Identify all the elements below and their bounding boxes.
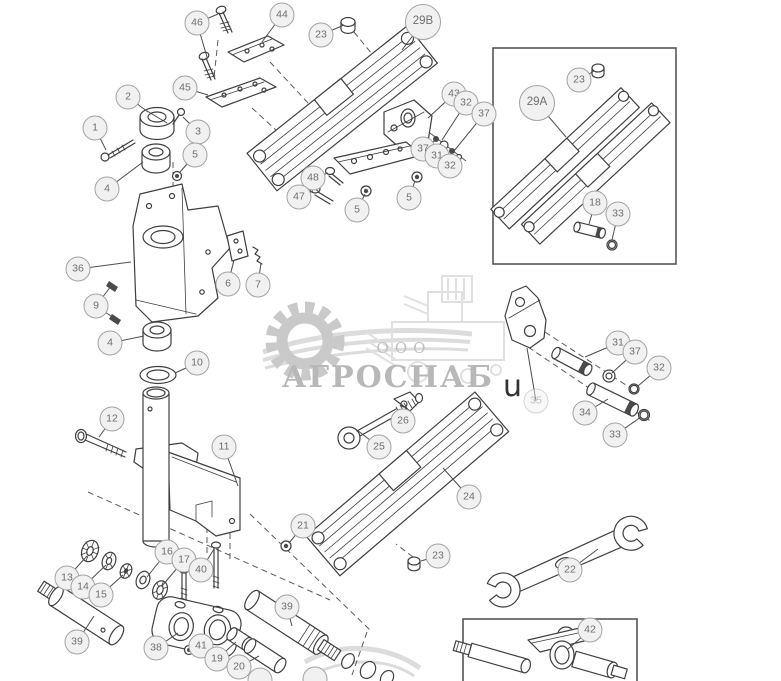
watermark-harvester-icon: [365, 275, 505, 384]
callout-37: 37: [622, 339, 648, 365]
plug-23-inset: [591, 63, 605, 79]
pin-31-right: [551, 346, 593, 377]
bolt-46a: [215, 5, 233, 34]
watermark-gear-icon: [265, 301, 345, 381]
washer-15: [119, 563, 133, 579]
bracket-36: [132, 183, 231, 323]
plate-6: [226, 230, 249, 262]
callout-20: 20: [226, 654, 252, 680]
callout-23: 23: [566, 67, 592, 93]
callout-34: 34: [572, 400, 598, 426]
callout-37: 37: [471, 101, 497, 127]
spring-7: [252, 246, 263, 265]
callout-12: 12: [99, 406, 125, 432]
callout-47: 47: [286, 184, 312, 210]
callout-32: 32: [437, 153, 463, 179]
bolt-1: [100, 139, 136, 162]
callout-11: 11: [211, 434, 237, 460]
callout-22: 22: [557, 557, 583, 583]
callout-1: 1: [82, 115, 108, 141]
rail-29a: [490, 87, 671, 245]
callout-21: 21: [290, 513, 316, 539]
watermark-overlay-letter: u: [503, 369, 522, 404]
washer-after-shaft-3: [379, 669, 395, 681]
callout-32: 32: [646, 355, 672, 381]
rail-24: [305, 391, 510, 577]
callout-46: 46: [184, 10, 210, 36]
callout-39: 39: [64, 629, 90, 655]
callout-5: 5: [344, 197, 370, 223]
callout-48: 48: [300, 165, 326, 191]
callout-45: 45: [172, 75, 198, 101]
nut-5b: [360, 185, 372, 197]
callout-5: 5: [396, 185, 422, 211]
callout-35: 35: [523, 388, 549, 414]
callout-4: 4: [97, 330, 123, 356]
callout-26: 26: [390, 408, 416, 434]
washer-after-shaft-2: [359, 660, 377, 680]
callout-10: 10: [184, 350, 210, 376]
callout-39: 39: [274, 594, 300, 620]
pin-34: [586, 382, 639, 417]
washer-13: [80, 539, 100, 563]
callout-15: 15: [88, 582, 114, 608]
pin-18: [573, 221, 606, 239]
watermark-ooo-text: ООО: [377, 339, 432, 357]
plate-44: [227, 35, 285, 63]
callout-7: 7: [245, 272, 271, 298]
callout-9: 9: [83, 293, 109, 319]
callout-38: 38: [143, 635, 169, 661]
block-38: [151, 596, 242, 658]
callout-29A: 29A: [519, 85, 555, 121]
ring-32-right: [628, 383, 640, 395]
callout-36: 36: [65, 256, 91, 282]
callout-23: 23: [308, 22, 334, 48]
callout-2: 2: [115, 84, 141, 110]
bushing-4a: [141, 143, 171, 174]
callout-23: 23: [425, 543, 451, 569]
callout-40: 40: [188, 557, 214, 583]
callout-25: 25: [366, 434, 392, 460]
ring-33-right: [637, 408, 651, 422]
callout-4: 4: [94, 176, 120, 202]
bolt-40b: [210, 541, 222, 589]
callout-42: 42: [577, 617, 603, 643]
callout-24: 24: [456, 484, 482, 510]
pin-9a: [106, 281, 118, 292]
bushing-4b: [142, 321, 172, 352]
bolt-3: [172, 107, 186, 125]
mast-11: [133, 386, 241, 548]
ring-10: [139, 365, 177, 385]
callout-18: 18: [582, 190, 608, 216]
rail-29b: [246, 25, 438, 192]
watermark-company-text: АГРОСНАБ: [282, 360, 494, 395]
washer-17: [151, 580, 169, 600]
pin-20: [243, 638, 287, 674]
axle-42: [452, 625, 628, 680]
eye-bolt-25: [337, 392, 424, 450]
ring-2: [139, 106, 175, 141]
callout-5: 5: [182, 142, 208, 168]
washer-16: [135, 570, 151, 590]
link-35: [504, 285, 547, 349]
washer-after-shaft-1: [341, 653, 355, 669]
callout-44: 44: [269, 2, 295, 28]
ring-33-inset: [606, 239, 618, 251]
nut-5c: [411, 171, 423, 183]
nut-5a: [171, 170, 183, 182]
plug-23-top: [340, 16, 356, 35]
plate-45: [205, 77, 277, 108]
shaft-39-left: [37, 580, 125, 646]
nut-21: [280, 540, 292, 552]
shaft-39-right: [244, 589, 342, 662]
callout-33: 33: [602, 422, 628, 448]
plug-23-mid: [407, 556, 421, 572]
callout-33: 33: [605, 201, 631, 227]
callout-3: 3: [185, 119, 211, 145]
callout-6: 6: [215, 271, 241, 297]
watermark-graphic: ООО АГРОСНАБ u: [262, 275, 522, 678]
callout-29B: 29B: [405, 4, 441, 40]
bolt-12: [74, 428, 127, 458]
